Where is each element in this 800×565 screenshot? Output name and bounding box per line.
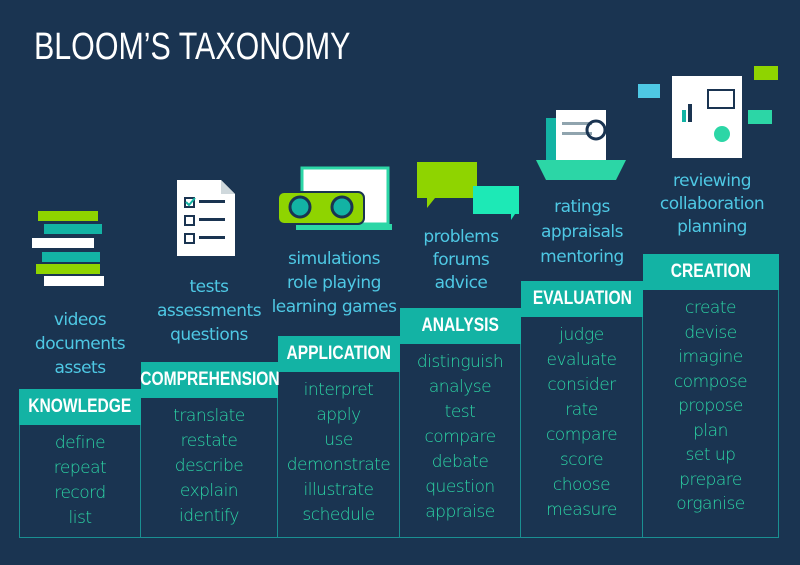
level-title: CREATION: [670, 261, 752, 282]
example: appraisals: [541, 222, 623, 242]
example: planning: [677, 217, 747, 237]
books-icon: [32, 211, 104, 286]
verb: demonstrate: [286, 455, 391, 475]
verb: record: [54, 483, 106, 503]
level-body: define repeat record list: [19, 425, 141, 538]
level-comprehension: COMPREHENSION translate restate describe ex…: [139, 362, 280, 538]
verb: measure: [546, 500, 617, 520]
ratings-tray-icon: [536, 110, 626, 180]
verb: explain: [179, 481, 239, 501]
example: problems: [423, 227, 499, 247]
verb: compare: [424, 427, 496, 447]
level-analysis: ANALYSIS distinguish analyse test compare de…: [400, 308, 521, 538]
verb: judge: [559, 325, 604, 345]
example: advice: [434, 273, 488, 293]
level-title: COMPREHENSION: [139, 369, 280, 390]
creation-examples: reviewing collaboration planning: [637, 170, 787, 239]
verb: score: [559, 450, 604, 470]
example: mentoring: [540, 247, 624, 267]
verb: consider: [547, 375, 616, 395]
level-title: APPLICATION: [286, 343, 392, 364]
level-header: COMPREHENSION: [139, 362, 280, 398]
verb: interpret: [303, 380, 374, 400]
verb: compose: [673, 371, 748, 392]
verb: rate: [565, 400, 598, 420]
level-body: interpret apply use demonstrate illustrate sc…: [278, 372, 400, 538]
verb: plan: [693, 420, 728, 441]
example: questions: [170, 325, 248, 345]
level-header: CREATION: [643, 254, 779, 290]
verb: imagine: [678, 347, 743, 367]
level-body: distinguish analyse test compare debate quest…: [400, 344, 521, 538]
planning-report-icon: [638, 66, 778, 158]
verb: use: [324, 430, 353, 450]
verb: evaluate: [546, 350, 617, 370]
verb: restate: [180, 431, 238, 451]
example: assessments: [156, 301, 262, 321]
verb: identify: [179, 506, 239, 526]
level-knowledge: KNOWLEDGE define repeat record list: [19, 389, 141, 538]
verb: apply: [316, 405, 361, 425]
level-header: ANALYSIS: [400, 308, 521, 344]
verb: create: [685, 298, 736, 318]
verb: propose: [678, 396, 743, 416]
level-body: create devise imagine compose propose plan set…: [643, 290, 779, 538]
level-title: EVALUATION: [532, 288, 632, 309]
example: reviewing: [672, 171, 752, 191]
level-title: KNOWLEDGE: [28, 396, 132, 417]
test-document-icon: [177, 180, 235, 256]
verb: test: [444, 402, 476, 422]
example: documents: [34, 334, 126, 354]
comprehension-examples: tests assessments questions: [134, 275, 284, 347]
example: forums: [432, 250, 490, 270]
analysis-examples: problems forums advice: [386, 226, 536, 295]
example: ratings: [554, 197, 610, 217]
level-creation: CREATION create devise imagine compose propo…: [643, 254, 779, 538]
verb: analyse: [428, 377, 492, 397]
verb: question: [425, 477, 495, 497]
verb: schedule: [302, 505, 375, 525]
verb: choose: [552, 475, 611, 495]
verb: repeat: [53, 458, 107, 478]
level-body: judge evaluate consider rate compare score cho…: [521, 317, 643, 538]
verb: devise: [684, 322, 737, 343]
verb: list: [68, 508, 92, 528]
page-title: BLOOM’S TAXONOMY: [34, 26, 351, 68]
level-evaluation: EVALUATION judge evaluate consider rate comp…: [521, 281, 643, 538]
example: learning games: [271, 297, 397, 317]
verb: set up: [685, 445, 736, 465]
level-header: APPLICATION: [278, 336, 400, 372]
verb: illustrate: [303, 480, 375, 500]
verb: distinguish: [416, 352, 504, 372]
example: role playing: [287, 273, 381, 293]
level-header: EVALUATION: [521, 281, 643, 317]
level-title: ANALYSIS: [421, 315, 500, 336]
verb: describe: [174, 456, 244, 476]
verb: define: [54, 433, 106, 453]
example: collaboration: [659, 194, 765, 214]
verb: debate: [431, 452, 489, 472]
level-body: translate restate describe explain identify: [141, 398, 278, 538]
verb: compare: [545, 425, 618, 445]
level-header: KNOWLEDGE: [19, 389, 141, 425]
vr-simulation-icon: [277, 166, 392, 230]
verb: organise: [676, 494, 745, 514]
verb: translate: [173, 406, 245, 426]
example: videos: [53, 310, 107, 330]
example: simulations: [288, 249, 380, 269]
example: assets: [54, 358, 106, 378]
speech-bubbles-icon: [417, 162, 519, 220]
knowledge-examples: videos documents assets: [5, 308, 155, 380]
level-application: APPLICATION interpret apply use demonstrate…: [278, 336, 400, 538]
verb: prepare: [679, 469, 742, 490]
verb: appraise: [425, 502, 495, 522]
example: tests: [189, 277, 229, 297]
application-examples: simulations role playing learning games: [259, 247, 409, 319]
evaluation-examples: ratings appraisals mentoring: [507, 195, 657, 270]
